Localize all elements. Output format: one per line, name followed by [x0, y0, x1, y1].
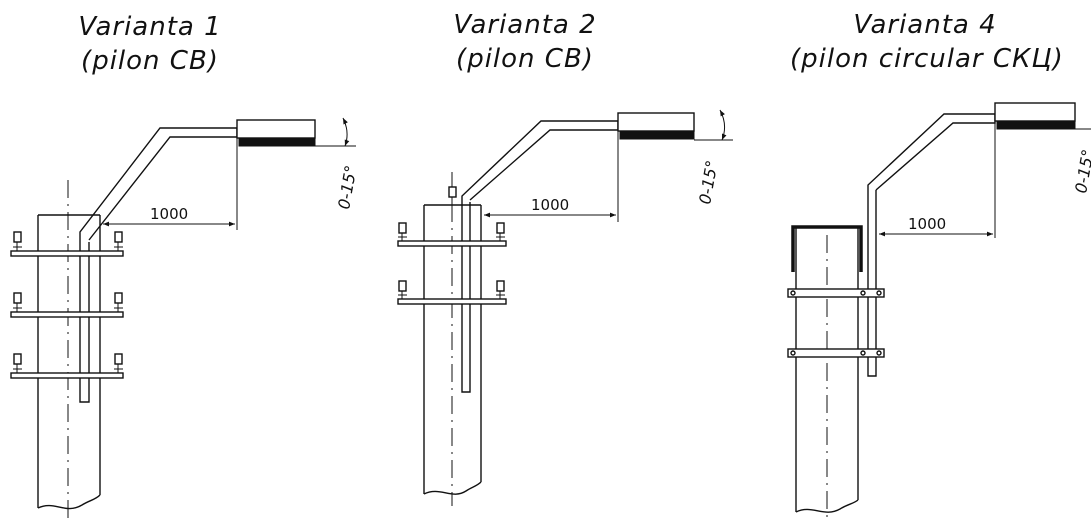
- variant-4-pylon: [795, 228, 859, 513]
- variant-4-luminaire-glass: [996, 120, 1076, 130]
- variant-1-pylon: [37, 214, 101, 510]
- variant-1-drawing: 1000 0-15°: [10, 117, 361, 524]
- variant-1-mast: [79, 242, 90, 403]
- variant-2-mast: [461, 202, 471, 393]
- variant-1-clamp-1: [10, 231, 124, 257]
- variant-4-dimension-label: 1000: [908, 215, 946, 233]
- variant-2-angle-arc: [719, 109, 727, 141]
- variant-1-title-line1: Varianta 1: [78, 12, 222, 42]
- variant-4-title-line1: Varianta 4: [853, 10, 997, 40]
- variant-1-luminaire-glass: [238, 137, 316, 147]
- variant-2-title: Varianta 2 (pilon CB): [430, 8, 620, 76]
- variant-2-luminaire-body: [617, 112, 695, 132]
- variant-1-title-line2: (pilon CB): [81, 46, 219, 76]
- variant-4-title-line2: (pilon circular СКЦ): [790, 44, 1064, 74]
- variant-4-drawing: 1000 0-15°: [787, 102, 1091, 520]
- variant-2-luminaire-glass: [619, 130, 695, 140]
- variant-2-pylon: [423, 204, 482, 495]
- variant-4-angle-label: 0-15°: [1071, 148, 1091, 195]
- variant-2-angle-label: 0-15°: [695, 159, 721, 206]
- variant-2-title-line1: Varianta 2: [453, 10, 597, 40]
- variant-4-title: Varianta 4 (pilon circular СКЦ): [790, 8, 1064, 76]
- variant-1-title: Varianta 1 (pilon CB): [60, 10, 240, 78]
- variant-1-clamp-3: [10, 353, 124, 379]
- variant-1-angle-arc: [342, 117, 350, 147]
- variant-1-dimension-label: 1000: [150, 205, 188, 223]
- variant-1-clamp-2: [10, 292, 124, 318]
- variant-1-arm: [79, 127, 238, 242]
- variant-2-title-line2: (pilon CB): [456, 44, 594, 74]
- variant-2-dimension-label: 1000: [531, 196, 569, 214]
- variant-4-arm: [867, 113, 996, 191]
- variant-1-angle-label: 0-15°: [334, 164, 360, 211]
- variant-4-clamp-2: [787, 348, 885, 358]
- variant-2-drawing: 1000 0-15°: [397, 109, 733, 506]
- variant-4-pylon-cap: [791, 225, 863, 272]
- variant-2-clamp-2: [397, 280, 507, 305]
- variant-2-arm: [461, 120, 619, 202]
- variant-4-clamp-1: [787, 288, 885, 298]
- variant-4-mast: [867, 190, 877, 377]
- variant-4-luminaire-body: [994, 102, 1076, 122]
- variant-1-luminaire-body: [236, 119, 316, 139]
- variant-2-clamp-1: [397, 222, 507, 247]
